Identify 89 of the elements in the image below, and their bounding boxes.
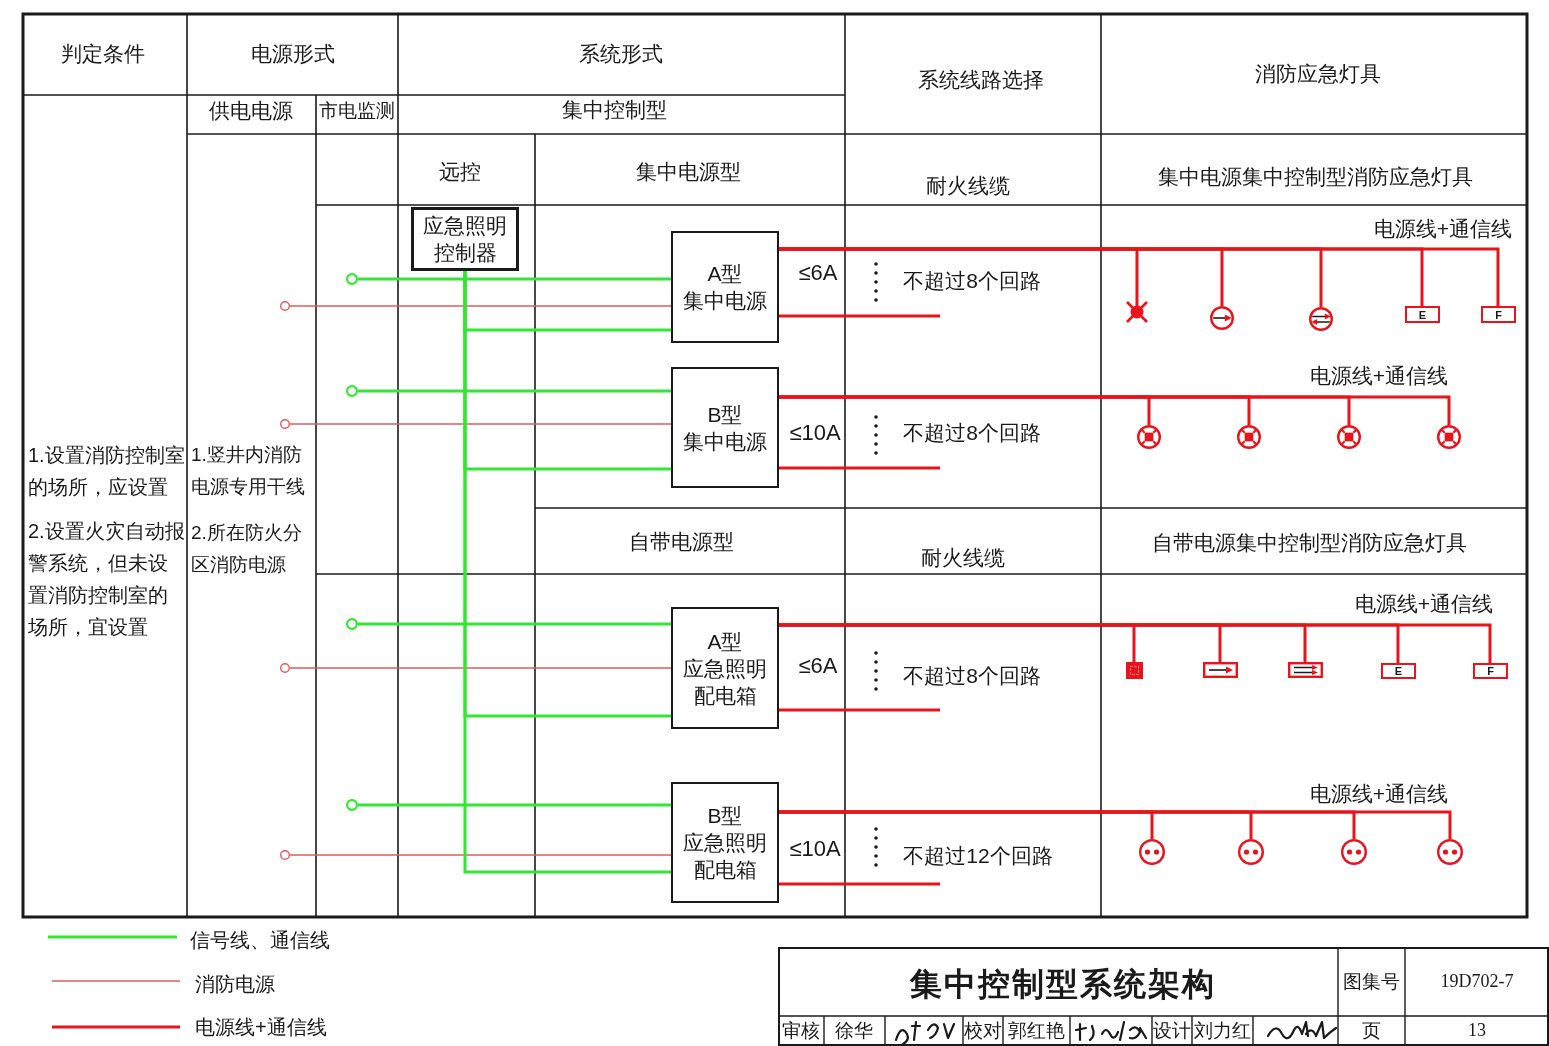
- ring-icon: [346, 385, 358, 397]
- drawing-title: 集中控制型系统架构: [910, 964, 1216, 1004]
- signal-line: [358, 803, 671, 807]
- ring-icon: [346, 799, 358, 811]
- column-header: 耐火线缆: [926, 173, 1010, 199]
- two-dot-circle-icon: [1238, 839, 1264, 865]
- ring-icon: [280, 301, 290, 311]
- distribution-box: B型 应急照明配电箱: [671, 782, 779, 903]
- controller-box: 应急照明控制器: [411, 207, 519, 271]
- legend-label: 信号线、通信线: [190, 928, 330, 952]
- power-supply-box: B型 集中电源: [671, 367, 779, 488]
- column-header: 集中控制型: [561, 97, 667, 123]
- column-header: 消防应急灯具: [1255, 61, 1381, 87]
- signal-line: [358, 389, 671, 393]
- supply-line: [289, 854, 672, 856]
- square-icon: [1126, 662, 1143, 679]
- legend-label: 消防电源: [195, 972, 275, 996]
- cross-lamp-icon: [1125, 300, 1149, 324]
- column-header: 集中电源集中控制型消防应急灯具: [1157, 164, 1473, 190]
- double-arrow-circle-icon: [1309, 307, 1333, 331]
- name-text: 郭红艳: [1007, 1019, 1065, 1043]
- power-line: [779, 466, 940, 470]
- line-label: 电源线+通信线: [1354, 591, 1493, 617]
- square-circle-icon: [1337, 425, 1361, 449]
- ring-icon: [346, 618, 358, 630]
- column-header: 耐火线缆: [921, 545, 1005, 571]
- ring-icon: [280, 850, 290, 860]
- column-header: 供电电源: [209, 98, 293, 124]
- supply-line: [289, 667, 672, 669]
- power-source-text: 2.所在防火分区消防电源: [191, 521, 303, 577]
- distribution-box: A型 应急照明配电箱: [671, 607, 779, 729]
- current-rating: ≤10A: [789, 835, 841, 863]
- drawing-number: 19D702-7: [1440, 971, 1514, 993]
- signal-line: [463, 271, 671, 874]
- column-header: 系统线路选择: [918, 67, 1044, 93]
- sign-box: F: [1481, 306, 1516, 323]
- column-header: 市电监测: [319, 99, 395, 123]
- page-number: 13: [1468, 1020, 1486, 1042]
- current-rating: ≤6A: [798, 652, 838, 680]
- column-header: 集中电源型: [635, 159, 741, 185]
- field-label: 图集号: [1342, 970, 1400, 994]
- square-circle-icon: [1237, 425, 1261, 449]
- sign-box: E: [1405, 306, 1440, 323]
- power-line: [779, 882, 940, 886]
- sign-box: F: [1473, 663, 1508, 679]
- current-rating: ≤10A: [789, 419, 841, 447]
- line-label: 电源线+通信线: [1309, 363, 1448, 389]
- power-line: [779, 314, 940, 318]
- arrow-circle-icon: [1210, 306, 1234, 330]
- name-text: 徐华: [835, 1019, 873, 1043]
- column-header: 系统形式: [579, 41, 663, 67]
- column-header: 自带电源集中控制型消防应急灯具: [1151, 530, 1467, 556]
- column-header: 判定条件: [61, 41, 145, 67]
- square-circle-icon: [1137, 425, 1161, 449]
- double-arrow-box-icon: [1288, 662, 1323, 678]
- name-text: 刘力红: [1193, 1019, 1251, 1043]
- condition-text: 1.设置消防控制室的场所，应设置: [28, 443, 186, 500]
- current-rating: ≤6A: [798, 259, 838, 287]
- sign-box: E: [1381, 663, 1416, 679]
- square-circle-icon: [1437, 425, 1461, 449]
- supply-line: [289, 423, 672, 425]
- circuit-note: 不超过8个回路: [903, 420, 1041, 446]
- ring-icon: [280, 419, 290, 429]
- column-header: 电源形式: [251, 41, 335, 67]
- power-source-text: 1.竖井内消防电源专用干线: [191, 443, 306, 499]
- line-label: 电源线+通信线: [1373, 216, 1512, 242]
- supply-line: [289, 305, 672, 307]
- legend-label: 电源线+通信线: [195, 1015, 327, 1039]
- column-header: 自带电源型: [628, 529, 734, 555]
- field-label: 设计: [1153, 1019, 1191, 1043]
- two-dot-circle-icon: [1341, 839, 1367, 865]
- circuit-note: 不超过8个回路: [903, 663, 1041, 689]
- power-line: [779, 708, 940, 712]
- ring-icon: [346, 273, 358, 285]
- signal-line: [358, 277, 671, 281]
- circuit-note: 不超过8个回路: [903, 268, 1041, 294]
- power-supply-box: A型 集中电源: [671, 231, 779, 343]
- arrow-box-icon: [1203, 662, 1238, 678]
- two-dot-circle-icon: [1139, 839, 1165, 865]
- field-label: 校对: [964, 1019, 1002, 1043]
- signal-line: [358, 622, 671, 626]
- column-header: 远控: [439, 159, 481, 185]
- condition-text: 2.设置火灾自动报警系统，但未设置消防控制室的场所，宜设置: [28, 519, 186, 640]
- field-label: 页: [1361, 1019, 1381, 1043]
- two-dot-circle-icon: [1437, 839, 1463, 865]
- line-label: 电源线+通信线: [1309, 781, 1448, 807]
- circuit-note: 不超过12个回路: [903, 843, 1053, 869]
- field-label: 审核: [782, 1019, 820, 1043]
- ring-icon: [280, 663, 290, 673]
